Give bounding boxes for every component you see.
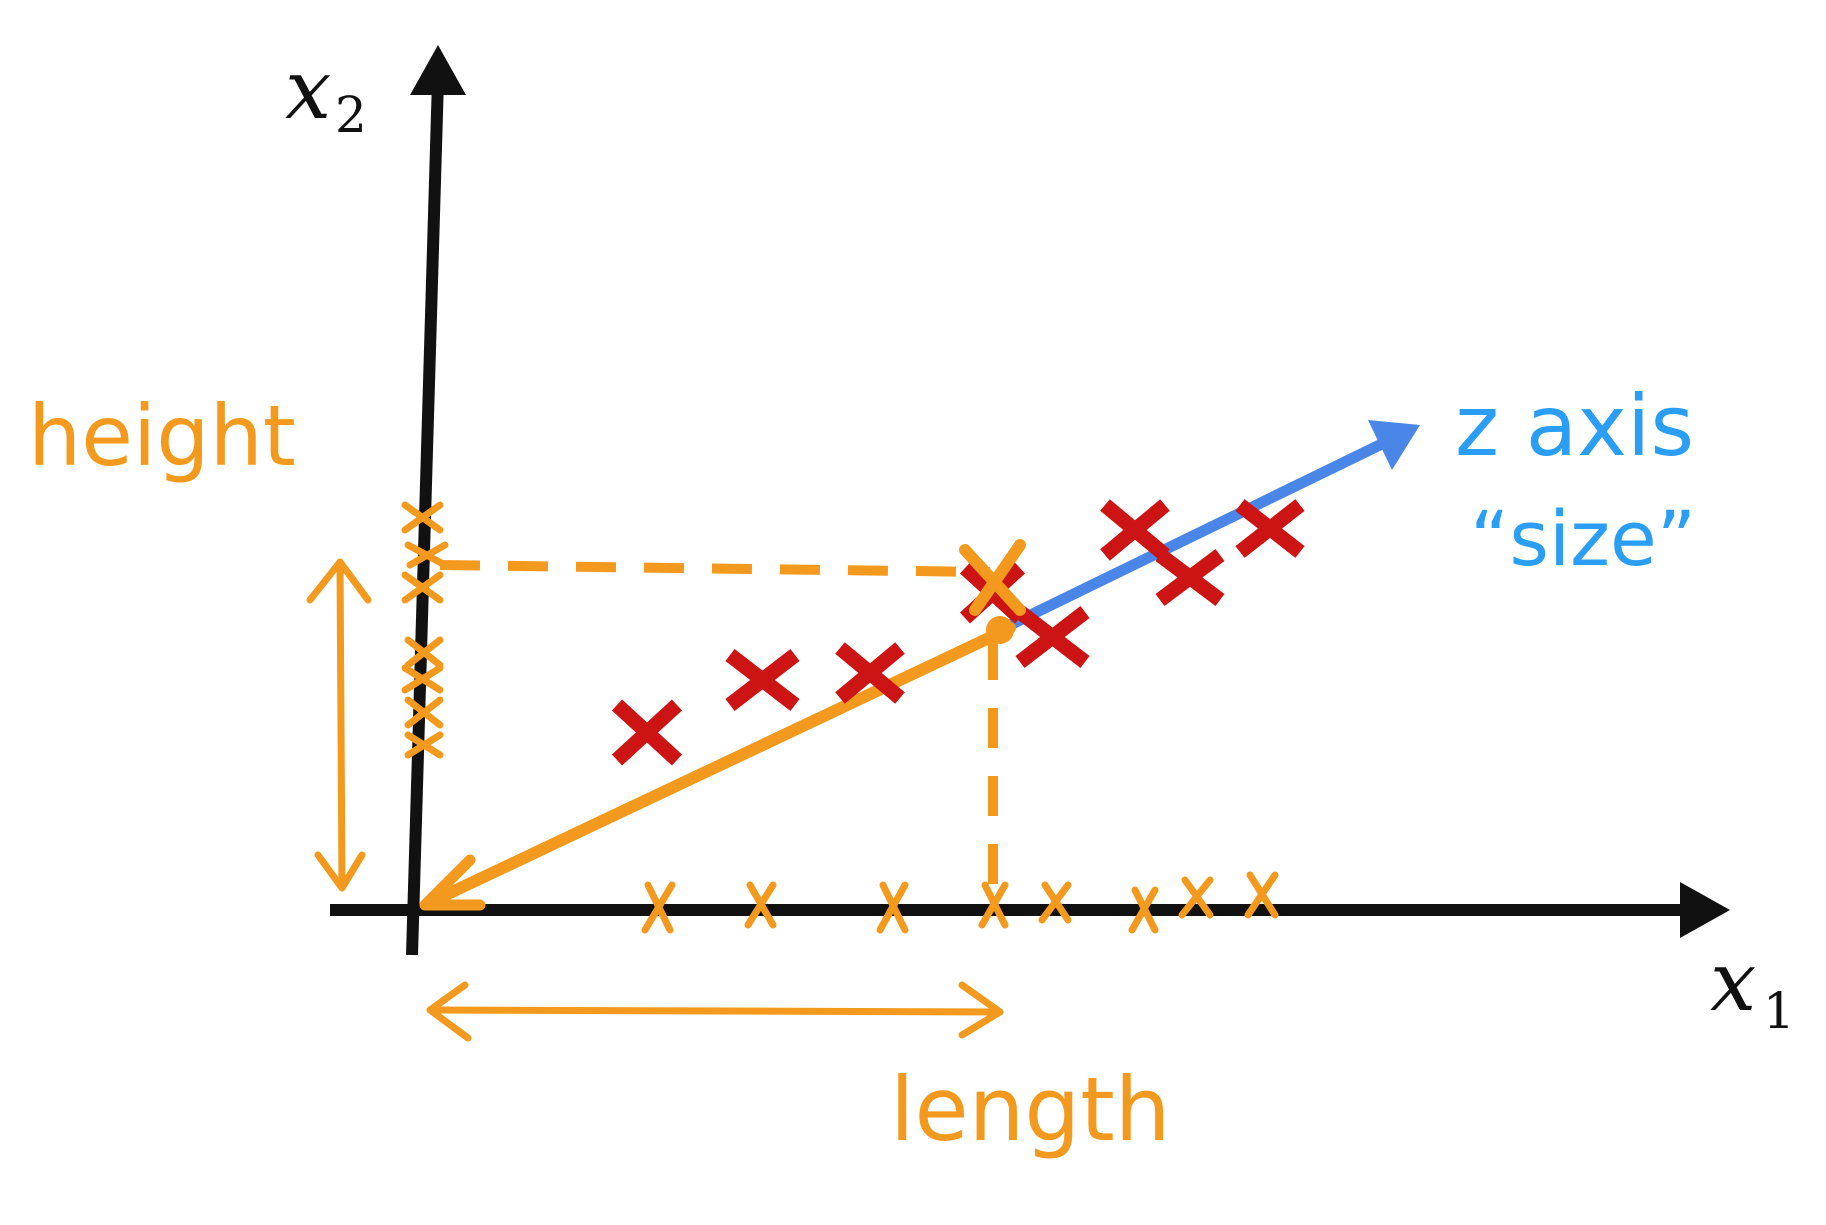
x1-tick xyxy=(876,881,909,934)
x1-tick xyxy=(744,881,777,929)
z-axis-label: z axis xyxy=(1455,377,1694,475)
z-axis-arrowhead xyxy=(1368,420,1420,470)
x2-tick xyxy=(404,731,444,759)
length-arrow-left-head xyxy=(426,981,472,1042)
data-point xyxy=(611,699,683,766)
x1-tick xyxy=(1178,876,1214,919)
size-label: “size” xyxy=(1470,494,1696,583)
data-points xyxy=(611,499,1305,766)
data-point xyxy=(1015,606,1090,668)
horizontal-projection-line xyxy=(439,560,991,577)
projection-vector-arrowhead xyxy=(419,854,486,911)
x2-projection-ticks xyxy=(401,501,449,759)
x2-tick xyxy=(401,664,444,694)
x1-tick xyxy=(978,881,1009,929)
projected-point-cross xyxy=(959,539,1026,616)
x1-tick xyxy=(641,881,676,934)
length-arrow-shaft xyxy=(428,1006,1004,1016)
x2-axis-label: x xyxy=(285,43,331,138)
length-double-arrow xyxy=(426,981,1004,1042)
x2-axis-arrowhead xyxy=(410,45,466,95)
projection-vector-line xyxy=(429,622,1016,906)
x1-axis-label: x xyxy=(1710,935,1756,1030)
height-double-arrow xyxy=(306,558,372,892)
x1-axis-arrowhead xyxy=(1680,882,1730,938)
length-arrow-right-head xyxy=(958,981,1004,1039)
data-point xyxy=(1155,549,1225,606)
x2-axis-label-subscript: 2 xyxy=(335,86,367,144)
data-point xyxy=(725,649,800,711)
x1-axis-label-subscript: 1 xyxy=(1763,982,1795,1040)
z-axis-line xyxy=(1007,435,1393,630)
x1-projection-ticks xyxy=(641,871,1279,934)
x1-tick xyxy=(1128,886,1159,934)
x1-tick xyxy=(1244,871,1279,919)
x2-tick xyxy=(404,541,449,569)
projection-guides xyxy=(439,560,998,905)
height-label: height xyxy=(28,387,296,485)
x1-tick xyxy=(1038,881,1072,924)
height-arrow-top-head xyxy=(306,558,372,604)
projection-vector xyxy=(419,616,1016,911)
x2-tick xyxy=(401,501,444,534)
x2-tick xyxy=(404,696,444,729)
data-point xyxy=(835,642,905,704)
data-point xyxy=(1100,499,1170,561)
height-arrow-shaft xyxy=(336,561,346,889)
x2-tick xyxy=(404,636,444,669)
x2-tick xyxy=(401,571,444,604)
height-arrow-bottom-head xyxy=(314,851,366,892)
length-label: length xyxy=(890,1058,1171,1161)
projected-point-marker xyxy=(986,616,1014,644)
data-point xyxy=(1235,499,1305,558)
